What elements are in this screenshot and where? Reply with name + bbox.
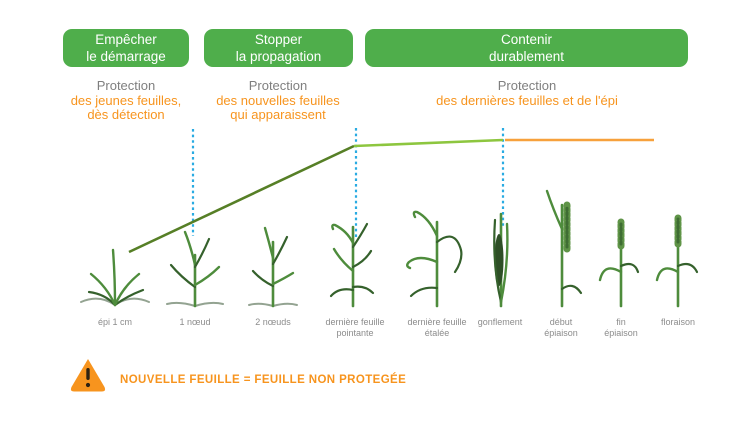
wheat-plant-icon bbox=[80, 248, 150, 307]
stage-epi-1cm: épi 1 cm bbox=[67, 317, 163, 328]
wheat-plant-icon bbox=[545, 189, 583, 308]
wheat-plant-icon bbox=[329, 222, 375, 308]
phase-button-label: Contenir bbox=[500, 32, 553, 47]
phase2-timeline-line bbox=[353, 138, 504, 148]
protection-block-phase1: Protection des jeunes feuilles, dès déte… bbox=[36, 78, 216, 123]
protection-block-phase3: Protection des dernières feuilles et de … bbox=[377, 78, 677, 108]
stage-label-text: étalée bbox=[424, 328, 450, 338]
warning-triangle-icon bbox=[70, 359, 106, 392]
phase-button-label: Stopper bbox=[254, 32, 303, 47]
protection-block-phase2: Protection des nouvelles feuilles qui ap… bbox=[188, 78, 368, 123]
stage-label-text: épi 1 cm bbox=[97, 317, 132, 327]
stage-floraison: floraison bbox=[630, 317, 726, 328]
stage-label-text: épiaison bbox=[604, 328, 638, 338]
warning-text: NOUVELLE FEUILLE = FEUILLE NON PROTEGÉE bbox=[120, 374, 407, 386]
stage-label-text: pointante bbox=[336, 328, 374, 338]
protection-title: Protection bbox=[497, 78, 557, 93]
protection-detail: des dernières feuilles et de l'épi bbox=[436, 92, 618, 108]
stage-2-noeuds: 2 nœuds bbox=[225, 317, 321, 328]
stage-label-text: fin bbox=[616, 317, 626, 327]
wheat-plant-icon bbox=[248, 226, 298, 308]
stage-label-text: gonflement bbox=[477, 317, 523, 327]
protection-detail: des nouvelles feuilles bbox=[216, 92, 340, 108]
warning-banner: NOUVELLE FEUILLE = FEUILLE NON PROTEGÉE bbox=[68, 356, 406, 394]
stage-fin-epiaison: fin épiaison bbox=[573, 317, 669, 339]
stage-1-noeud: 1 nœud bbox=[147, 317, 243, 328]
phase-button-label: la propagation bbox=[235, 49, 322, 64]
stage-label-text: 1 nœud bbox=[179, 317, 211, 327]
stage-label-text: dernière feuille bbox=[407, 317, 467, 327]
protection-detail: qui apparaissent bbox=[230, 107, 326, 122]
protection-title: Protection bbox=[248, 78, 308, 93]
phase-button-label: le démarrage bbox=[86, 49, 166, 64]
stage-debut-epiaison: début épiaison bbox=[513, 317, 609, 339]
stage-label-text: 2 nœuds bbox=[255, 317, 291, 327]
protection-detail: dès détection bbox=[87, 107, 165, 122]
stage-label-text: floraison bbox=[660, 317, 696, 327]
stage-label-text: début bbox=[549, 317, 573, 327]
wheat-plant-icon bbox=[166, 230, 224, 308]
phase-button-contenir-durablement: Contenir durablement bbox=[365, 29, 688, 67]
stage-label-text: dernière feuille bbox=[325, 317, 385, 327]
phase-button-label: durablement bbox=[488, 49, 565, 64]
wheat-plant-icon bbox=[598, 218, 640, 308]
wheat-plant-icon bbox=[406, 210, 463, 308]
stage-derniere-feuille-pointante: dernière feuille pointante bbox=[307, 317, 403, 339]
stage-gonflement: gonflement bbox=[452, 317, 548, 328]
phase-button-stopper-la-propagation: Stopper la propagation bbox=[204, 29, 353, 67]
wheat-plant-icon bbox=[655, 213, 699, 308]
wheat-plant-icon bbox=[493, 212, 509, 308]
protection-title: Protection bbox=[96, 78, 156, 93]
stage-derniere-feuille-etalee: dernière feuille étalée bbox=[389, 317, 485, 339]
phase-button-empecher-le-demarrage: Empêcher le démarrage bbox=[63, 29, 189, 67]
phase-button-label: Empêcher bbox=[95, 32, 157, 47]
stage-label-text: épiaison bbox=[544, 328, 578, 338]
protection-detail: des jeunes feuilles, bbox=[70, 92, 182, 108]
